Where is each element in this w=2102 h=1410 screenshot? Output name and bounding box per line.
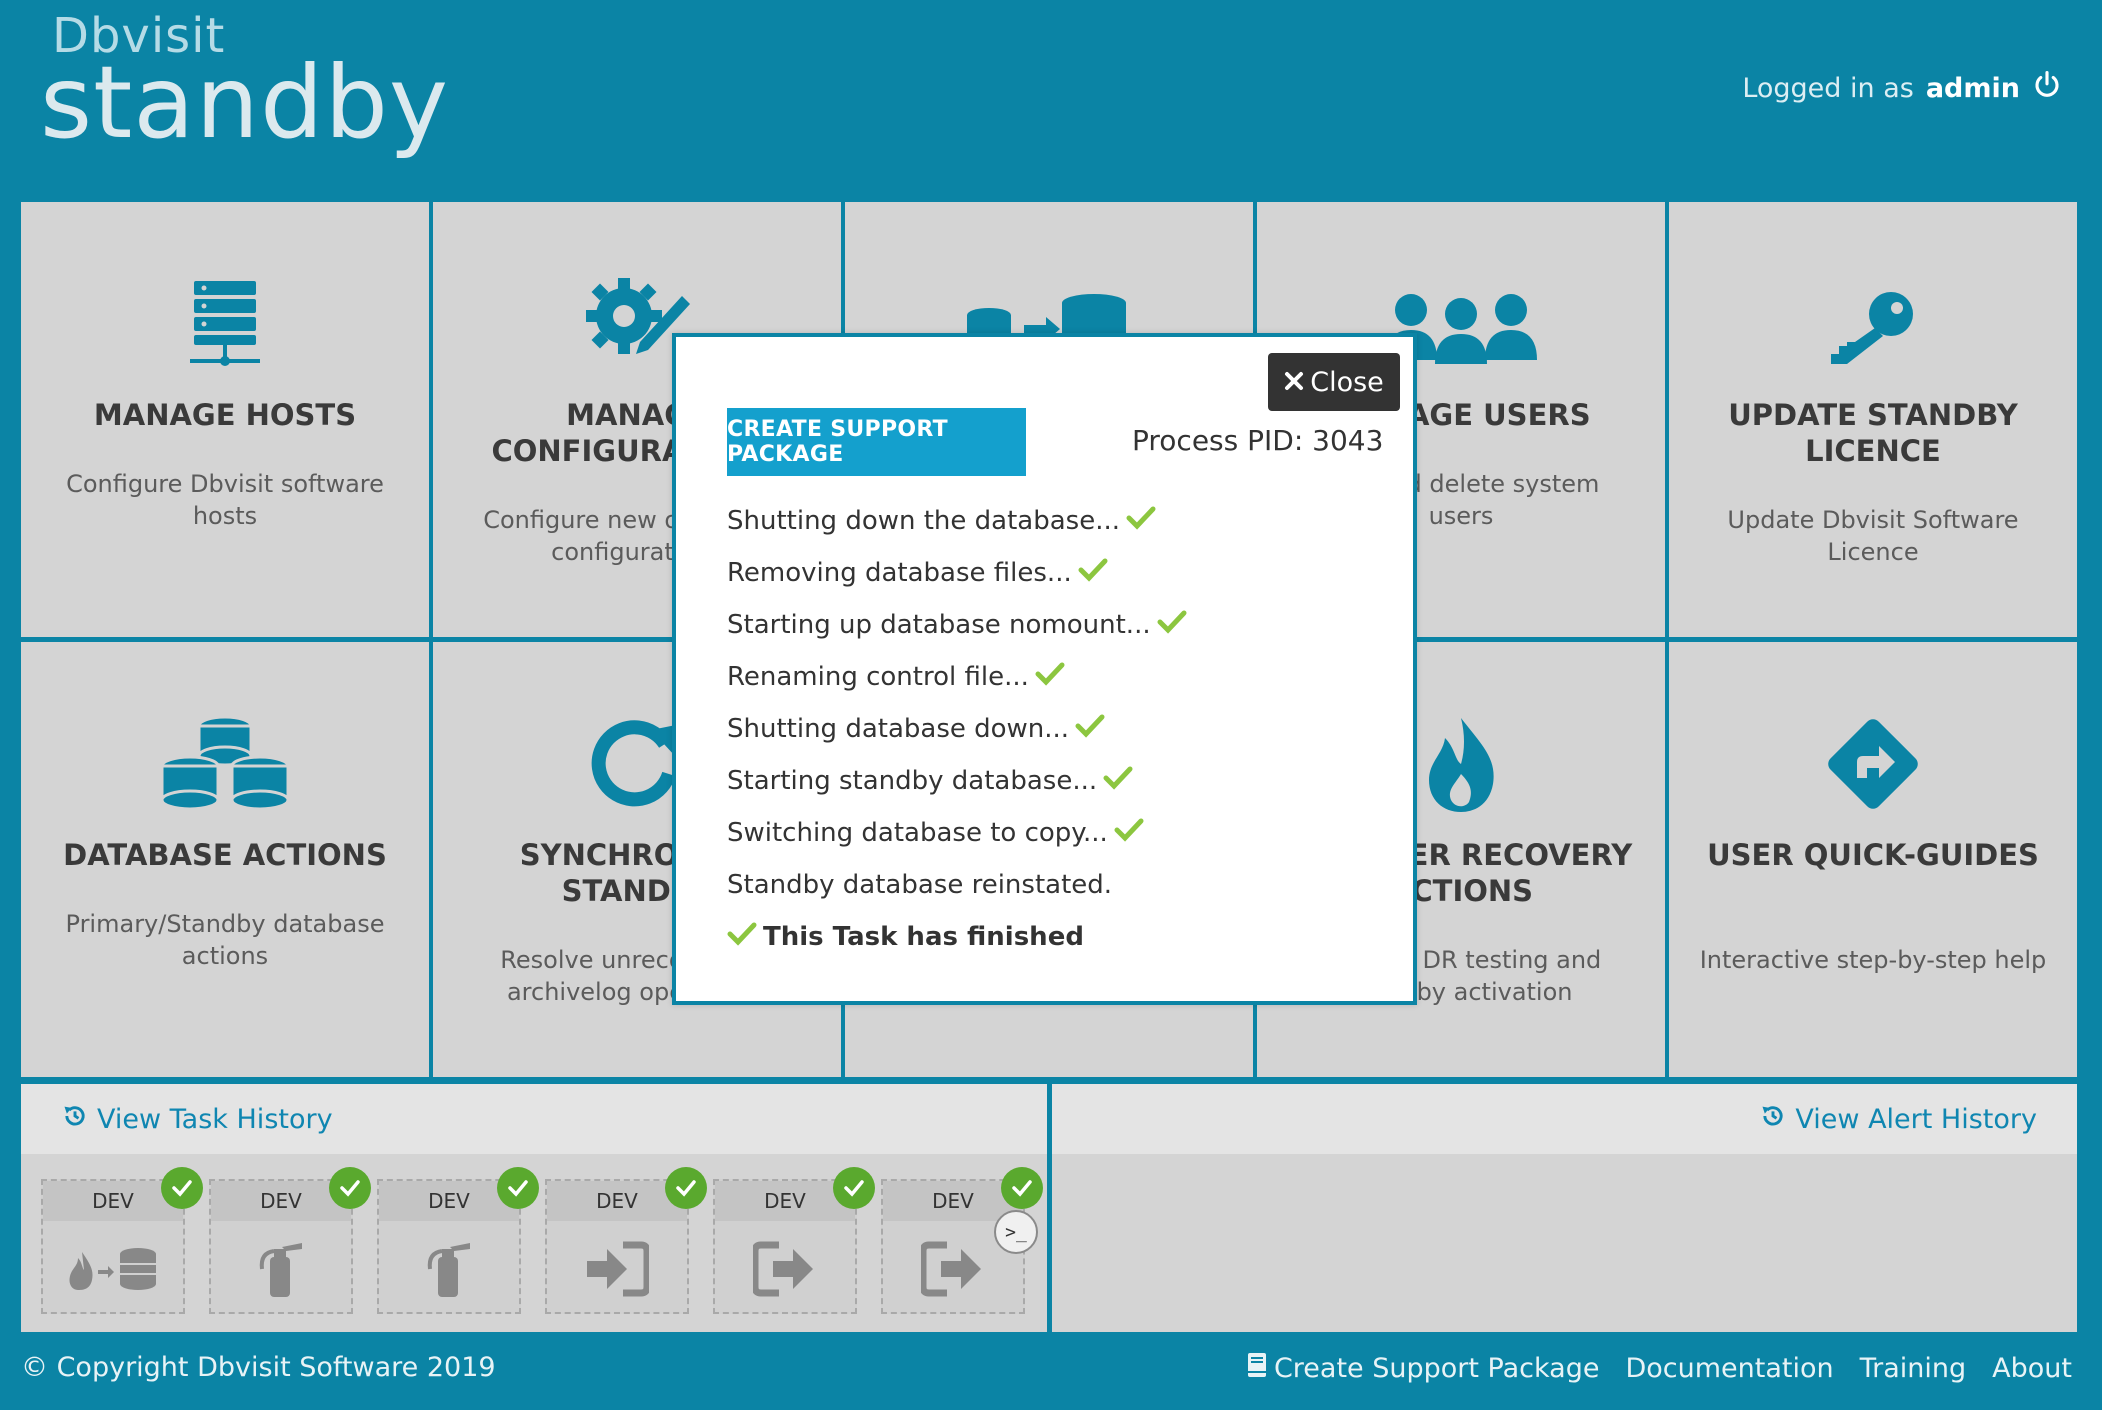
check-icon — [1001, 1167, 1043, 1209]
task-history-header: View Task History — [21, 1084, 1047, 1154]
task-step: Removing database files... — [727, 547, 1187, 599]
check-icon — [1126, 505, 1156, 538]
check-icon — [727, 921, 757, 954]
login-user: admin — [1925, 73, 2020, 104]
footer-about-link[interactable]: About — [1992, 1353, 2072, 1384]
task-finished: This Task has finished — [727, 911, 1187, 963]
databases-icon — [21, 714, 429, 814]
terminal-icon[interactable]: >_ — [994, 1210, 1038, 1254]
finished-text: This Task has finished — [763, 922, 1084, 952]
brand-small: Dbvisit — [52, 8, 226, 64]
alert-history-header: View Alert History — [1052, 1084, 2077, 1154]
task-history-panel: View Task History DEV DEV DEV — [21, 1084, 1047, 1332]
directions-icon — [1669, 714, 2077, 814]
task-progress-modal: Close CREATE SUPPORT PACKAGE Process PID… — [672, 333, 1417, 1005]
task-step: Starting standby database... — [727, 755, 1187, 807]
tile-description: Primary/Standby database actions — [65, 910, 385, 971]
tile-user-quick-guides[interactable]: USER QUICK-GUIDES Interactive step-by-st… — [1669, 642, 2077, 1077]
tile-update-licence[interactable]: UPDATE STANDBY LICENCE Update Dbvisit So… — [1669, 202, 2077, 637]
brand-logo: standby — [40, 44, 450, 161]
key-icon — [1669, 274, 2077, 374]
process-pid: Process PID: 3043 — [1132, 424, 1384, 457]
step-text: Removing database files... — [727, 558, 1072, 588]
gear-pencil-icon — [433, 274, 841, 374]
tile-description: Update Dbvisit Software Licence — [1727, 506, 2019, 567]
login-prefix: Logged in as — [1742, 73, 1914, 104]
task-step: Shutting down the database... — [727, 495, 1187, 547]
fire-icon — [1257, 714, 1665, 814]
step-text: Shutting down the database... — [727, 506, 1121, 536]
close-label: Close — [1310, 366, 1384, 398]
task-label: DEV — [211, 1181, 351, 1221]
close-button[interactable]: Close — [1268, 353, 1400, 411]
check-icon — [1078, 557, 1108, 590]
view-task-history-link[interactable]: View Task History — [97, 1103, 333, 1135]
extinguisher-icon — [379, 1225, 519, 1312]
task-label: DEV — [43, 1181, 183, 1221]
task-step: Renaming control file... — [727, 651, 1187, 703]
check-icon — [1075, 713, 1105, 746]
check-icon — [329, 1167, 371, 1209]
fire-db-icon — [43, 1225, 183, 1312]
sign-in-icon — [547, 1225, 687, 1312]
check-icon — [1114, 817, 1144, 850]
tile-description: Configure Dbvisit software hosts — [66, 470, 384, 531]
check-icon — [1103, 765, 1133, 798]
step-text: Standby database reinstated. — [727, 870, 1113, 900]
task-card[interactable]: DEV — [41, 1167, 203, 1314]
create-support-package-button[interactable]: CREATE SUPPORT PACKAGE — [727, 408, 1026, 476]
check-icon — [161, 1167, 203, 1209]
footer-training-link[interactable]: Training — [1859, 1353, 1967, 1384]
server-icon — [21, 274, 429, 374]
tile-title: MANAGE HOSTS — [93, 398, 357, 432]
check-icon — [1035, 661, 1065, 694]
power-icon[interactable] — [2032, 70, 2062, 107]
task-label: DEV — [883, 1181, 1023, 1221]
history-icon — [61, 1102, 89, 1137]
tile-title: UPDATE STANDBY LICENCE — [1728, 398, 2018, 468]
check-icon — [665, 1167, 707, 1209]
task-label: DEV — [715, 1181, 855, 1221]
footer-support-package-link[interactable]: Create Support Package — [1246, 1352, 1600, 1385]
tile-manage-hosts[interactable]: MANAGE HOSTS Configure Dbvisit software … — [21, 202, 429, 637]
tile-database-actions[interactable]: DATABASE ACTIONS Primary/Standby databas… — [21, 642, 429, 1077]
sign-out-icon — [883, 1225, 1023, 1312]
book-icon — [1246, 1352, 1268, 1385]
tile-title: USER QUICK-GUIDES — [1707, 838, 2039, 872]
history-icon — [1759, 1102, 1787, 1137]
footer-links: Create Support Package Documentation Tra… — [1246, 1352, 2072, 1385]
task-step: Switching database to copy... — [727, 807, 1187, 859]
footer-documentation-link[interactable]: Documentation — [1625, 1353, 1834, 1384]
step-text: Shutting database down... — [727, 714, 1070, 744]
check-icon — [497, 1167, 539, 1209]
step-text: Switching database to copy... — [727, 818, 1108, 848]
task-steps: Shutting down the database... Removing d… — [727, 495, 1187, 963]
alert-history-panel: View Alert History — [1052, 1084, 2077, 1332]
step-text: Starting standby database... — [727, 766, 1098, 796]
task-card[interactable]: DEV — [881, 1167, 1043, 1314]
task-step: Shutting database down... — [727, 703, 1187, 755]
close-icon — [1284, 367, 1304, 398]
sign-out-icon — [715, 1225, 855, 1312]
task-label: DEV — [547, 1181, 687, 1221]
task-step: Starting up database nomount... — [727, 599, 1187, 651]
tile-title: DATABASE ACTIONS — [63, 838, 387, 872]
footer-support-label: Create Support Package — [1273, 1353, 1600, 1384]
task-card[interactable]: DEV — [209, 1167, 371, 1314]
task-card[interactable]: DEV — [713, 1167, 875, 1314]
task-card[interactable]: DEV — [377, 1167, 539, 1314]
tile-description: Interactive step-by-step help — [1699, 946, 2047, 974]
extinguisher-icon — [211, 1225, 351, 1312]
step-text: Renaming control file... — [727, 662, 1029, 692]
task-label: DEV — [379, 1181, 519, 1221]
check-icon — [1157, 609, 1187, 642]
step-text: Starting up database nomount... — [727, 610, 1151, 640]
task-card[interactable]: DEV — [545, 1167, 707, 1314]
login-status: Logged in as admin — [1742, 70, 2062, 107]
task-step: Standby database reinstated. — [727, 859, 1187, 911]
check-icon — [833, 1167, 875, 1209]
copyright: © Copyright Dbvisit Software 2019 — [21, 1352, 496, 1383]
view-alert-history-link[interactable]: View Alert History — [1795, 1103, 2037, 1135]
